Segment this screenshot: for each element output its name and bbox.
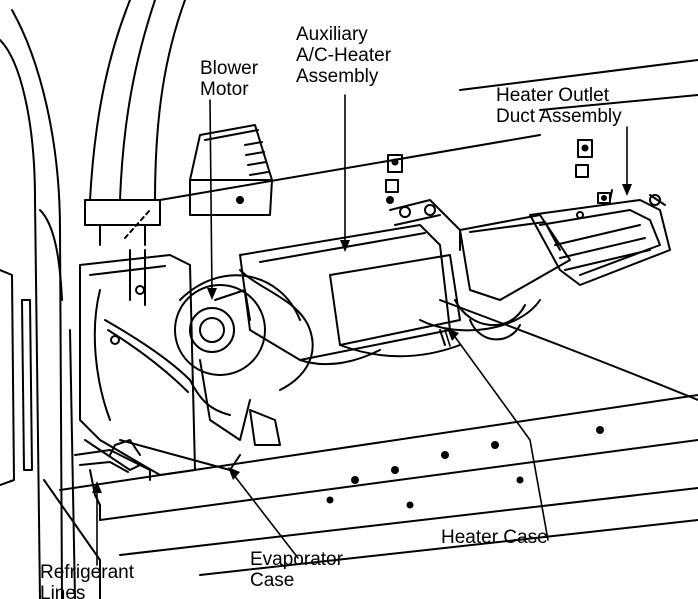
label-refrigerant-line1: Refrigerant bbox=[40, 562, 134, 583]
label-refrigerant-line2: Lines bbox=[40, 583, 86, 599]
heater-outlet-duct bbox=[459, 189, 671, 301]
wiring-harness bbox=[104, 269, 381, 416]
vehicle-floor bbox=[59, 59, 698, 576]
label-auxiliary-line2: A/C-Heater bbox=[296, 45, 392, 66]
leader-arrowheads bbox=[92, 184, 632, 493]
label-heater-outlet-line1: Heater Outlet bbox=[496, 85, 609, 106]
refrigerant-lines bbox=[74, 439, 151, 521]
label-heater-case: Heater Case bbox=[441, 527, 548, 548]
label-heater-outlet-line2: Duct Assembly bbox=[496, 106, 622, 127]
label-auxiliary-assembly: Auxiliary A/C-Heater Assembly bbox=[296, 24, 391, 87]
label-blower-motor-line2: Motor bbox=[200, 79, 249, 100]
label-auxiliary-line1: Auxiliary bbox=[296, 24, 368, 45]
heater-case bbox=[419, 299, 541, 346]
label-heater-case-line1: Heater Case bbox=[441, 527, 548, 548]
overhead-duct bbox=[84, 0, 186, 246]
auxiliary-body bbox=[239, 199, 461, 361]
label-blower-motor: Blower Motor bbox=[200, 58, 258, 100]
label-evaporator-line1: Evaporator bbox=[250, 549, 343, 570]
door-pillar bbox=[0, 9, 101, 599]
upper-vent bbox=[189, 124, 273, 216]
label-refrigerant-lines: Refrigerant Lines bbox=[40, 562, 134, 599]
label-evaporator-line2: Case bbox=[250, 570, 295, 591]
label-auxiliary-line3: Assembly bbox=[296, 66, 379, 87]
leader-lines bbox=[96, 94, 628, 566]
label-evaporator-case: Evaporator Case bbox=[250, 549, 343, 591]
mounting-clips bbox=[385, 139, 611, 219]
label-blower-motor-line1: Blower bbox=[200, 58, 259, 79]
label-heater-outlet-duct: Heater Outlet Duct Assembly bbox=[496, 85, 622, 127]
evaporator-case bbox=[79, 249, 301, 476]
